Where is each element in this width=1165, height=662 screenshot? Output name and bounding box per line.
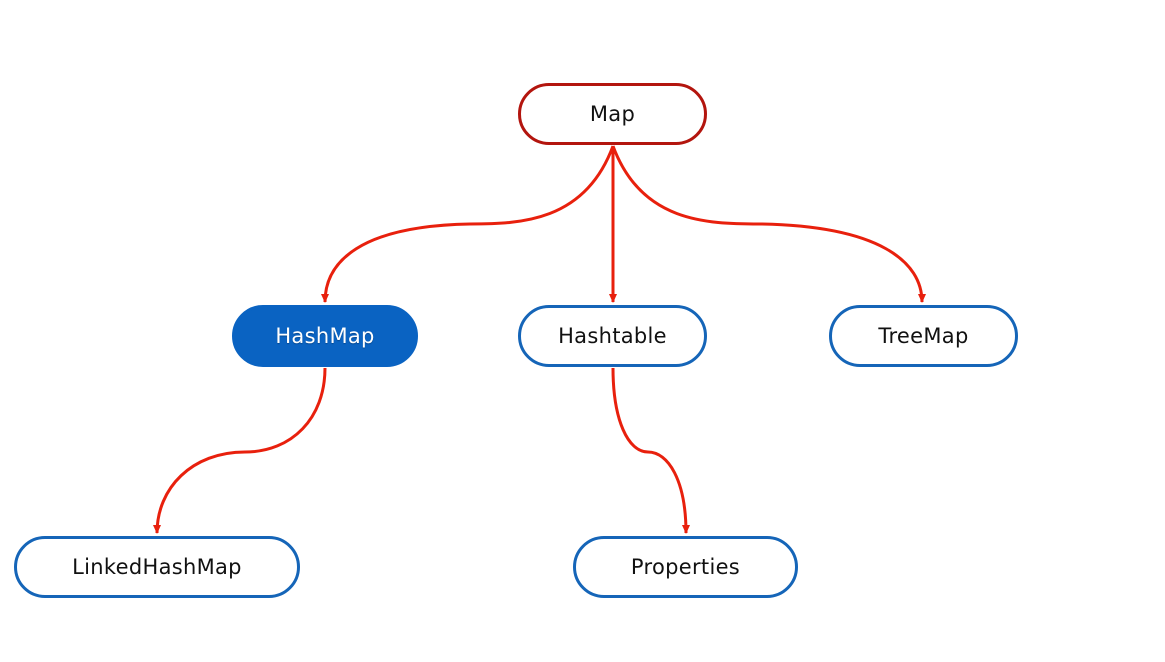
node-map: Map — [518, 83, 707, 145]
node-hashmap-label: HashMap — [275, 324, 375, 348]
node-treemap: TreeMap — [829, 305, 1018, 367]
node-map-label: Map — [589, 102, 636, 126]
node-treemap-label: TreeMap — [878, 324, 969, 348]
node-linkedhashmap: LinkedHashMap — [14, 536, 300, 598]
node-linkedhashmap-label: LinkedHashMap — [72, 555, 242, 579]
node-hashtable: Hashtable — [518, 305, 707, 367]
edge-hashmap-to-linkedhashmap — [153, 367, 327, 534]
edge-map-to-treemap — [611, 145, 926, 303]
edge-map-to-hashmap — [321, 145, 615, 303]
edge-hashtable-to-properties — [611, 367, 690, 534]
node-properties-label: Properties — [630, 555, 741, 579]
node-hashtable-label: Hashtable — [558, 324, 667, 348]
node-hashmap: HashMap — [232, 305, 418, 367]
node-properties: Properties — [573, 536, 798, 598]
